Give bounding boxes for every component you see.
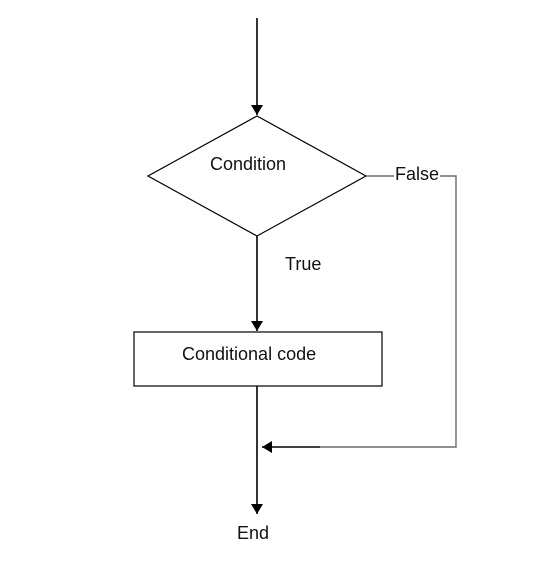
conditional-code-label: Conditional code bbox=[182, 344, 317, 364]
condition-diamond bbox=[146, 115, 368, 237]
true-label: True bbox=[285, 254, 322, 274]
conditional-code-box bbox=[133, 331, 383, 387]
false-label: False bbox=[394, 164, 441, 184]
false-branch-path bbox=[320, 175, 457, 448]
end-label: End bbox=[237, 523, 270, 543]
condition-label: Condition bbox=[210, 154, 287, 174]
